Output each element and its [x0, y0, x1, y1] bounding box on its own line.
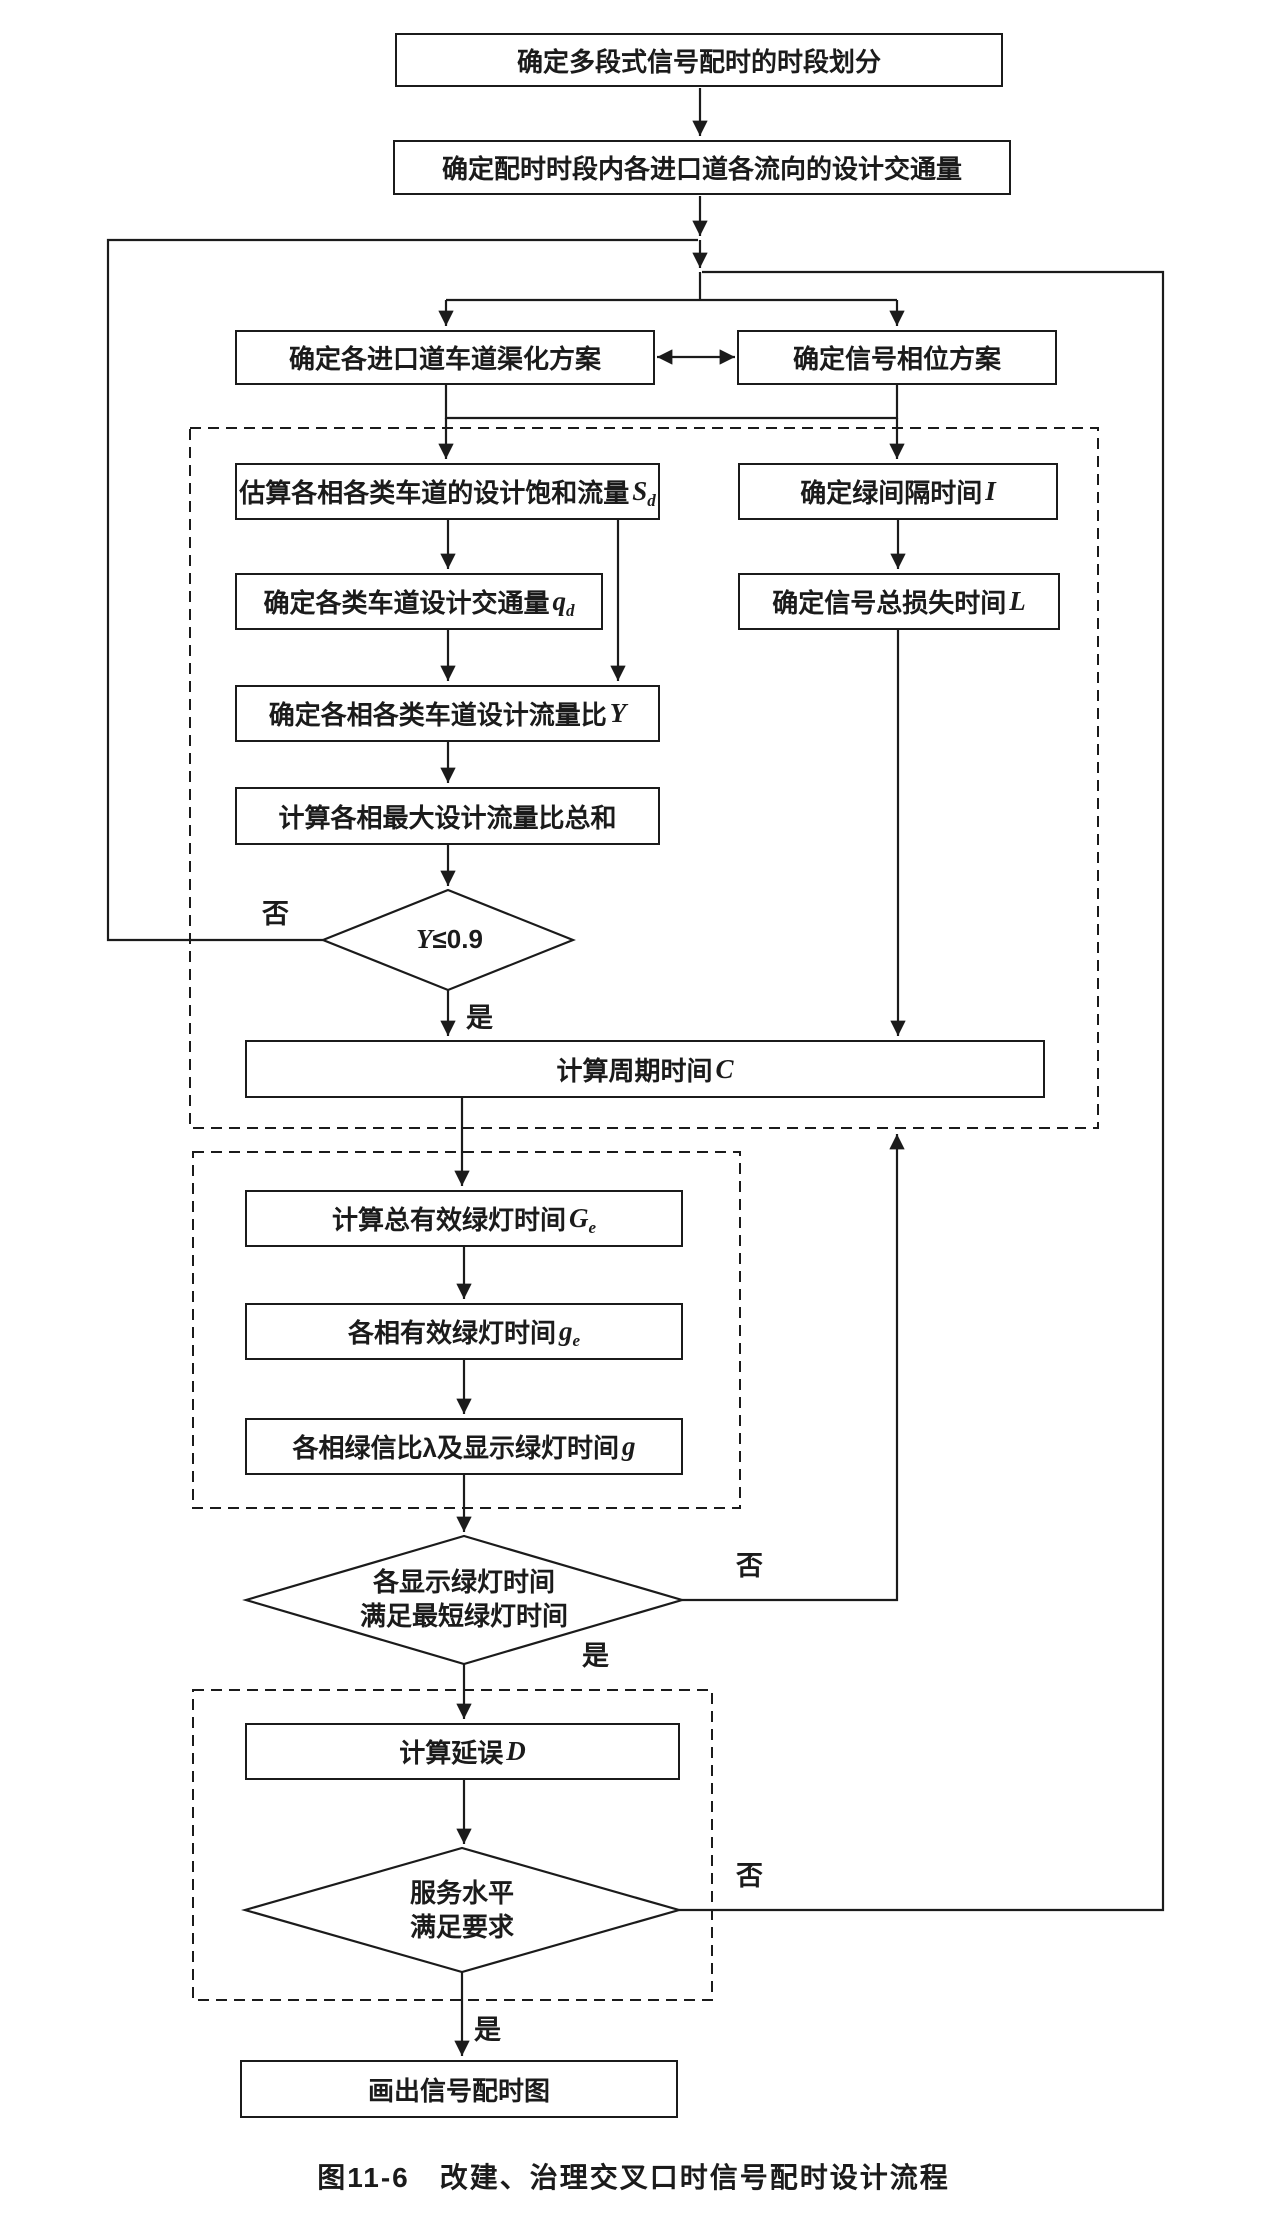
branch-no-min-green: 否 — [736, 1551, 763, 1581]
branch-yes-service: 是 — [474, 2015, 501, 2045]
node-label: 计算周期时间 — [556, 1055, 713, 1086]
node-symbol: g — [558, 1316, 573, 1346]
node-symbol: D — [506, 1736, 526, 1766]
node-symbol: I — [985, 476, 996, 506]
decision-min-green-label: 各显示绿灯时间 满足最短绿灯时间 — [294, 1565, 634, 1633]
node-max-flow-ratio-sum: 计算各相最大设计流量比总和 — [235, 787, 660, 845]
node-label: 确定各相各类车道设计流量比 — [268, 700, 607, 730]
node-label: 确定配时时段内各进口道各流向的设计交通量 — [441, 154, 962, 184]
branch-no-service: 否 — [736, 1861, 763, 1891]
figure-caption: 图11-6 改建、治理交叉口时信号配时设计流程 — [317, 2162, 950, 2193]
node-label: 画出信号配时图 — [367, 2075, 550, 2106]
node-symbol: G — [568, 1203, 589, 1233]
node-label: 确定信号总损失时间 — [772, 588, 1007, 618]
node-symbol: q — [552, 586, 567, 616]
node-label: 估算各相各类车道的设计饱和流量 — [239, 478, 630, 508]
node-design-volume: 确定配时时段内各进口道各流向的设计交通量 — [393, 140, 1011, 195]
node-draw-timing-diagram: 画出信号配时图 — [240, 2060, 678, 2118]
decision-text: ≤0.9 — [432, 924, 483, 954]
feedback-service-level-no — [679, 270, 1165, 1912]
branch-no-flow-ratio: 否 — [262, 899, 289, 929]
decision-flow-ratio-diamond — [320, 888, 576, 992]
node-subscript: d — [566, 600, 575, 620]
feedback-flow-ratio-no — [106, 238, 698, 942]
dashed-frame-cycle-section — [189, 427, 1099, 1129]
feedback-min-green-no — [682, 1134, 905, 1602]
node-label: 计算各相最大设计流量比总和 — [278, 802, 617, 833]
decision-symbol: Y — [416, 924, 433, 954]
node-label: 确定信号相位方案 — [792, 344, 1001, 374]
decision-service-level-label: 服务水平 满足要求 — [312, 1876, 612, 1944]
node-symbol: g — [621, 1431, 636, 1461]
decision-text-line2: 满足最短绿灯时间 — [359, 1601, 568, 1631]
wire-plans-connector — [444, 385, 899, 420]
node-period-division: 确定多段式信号配时的时段划分 — [395, 33, 1003, 87]
node-symbol: L — [1009, 586, 1026, 616]
node-label: 计算延误 — [399, 1738, 504, 1768]
node-symbol: C — [715, 1053, 734, 1084]
decision-text-line2: 满足要求 — [409, 1912, 514, 1942]
node-subscript: e — [588, 1217, 597, 1237]
node-subscript: d — [647, 490, 656, 510]
node-label: 确定多段式信号配时的时段划分 — [516, 46, 881, 77]
node-label: 计算总有效绿灯时间 — [331, 1205, 566, 1235]
node-label: 各相有效绿灯时间 — [347, 1318, 556, 1348]
dashed-frame-service-section — [192, 1689, 713, 2001]
node-symbol: S — [632, 476, 648, 506]
decision-text-line1: 服务水平 — [409, 1878, 514, 1908]
decision-flow-ratio-label: Y≤0.9 — [348, 922, 548, 956]
dashed-frame-green-section — [192, 1151, 741, 1509]
branch-yes-min-green: 是 — [582, 1641, 609, 1671]
node-label: 各相绿信比λ及显示绿灯时间 — [292, 1433, 619, 1463]
branch-yes-flow-ratio: 是 — [466, 1003, 493, 1033]
node-channelization-plan: 确定各进口道车道渠化方案 — [235, 330, 655, 385]
node-label: 确定绿间隔时间 — [800, 478, 983, 508]
node-label: 确定各进口道车道渠化方案 — [288, 344, 601, 374]
node-label: 确定各类车道设计交通量 — [263, 588, 550, 618]
node-phase-plan: 确定信号相位方案 — [737, 330, 1057, 385]
decision-text-line1: 各显示绿灯时间 — [372, 1567, 555, 1597]
node-subscript: e — [572, 1330, 581, 1350]
node-symbol: Y — [609, 698, 627, 728]
